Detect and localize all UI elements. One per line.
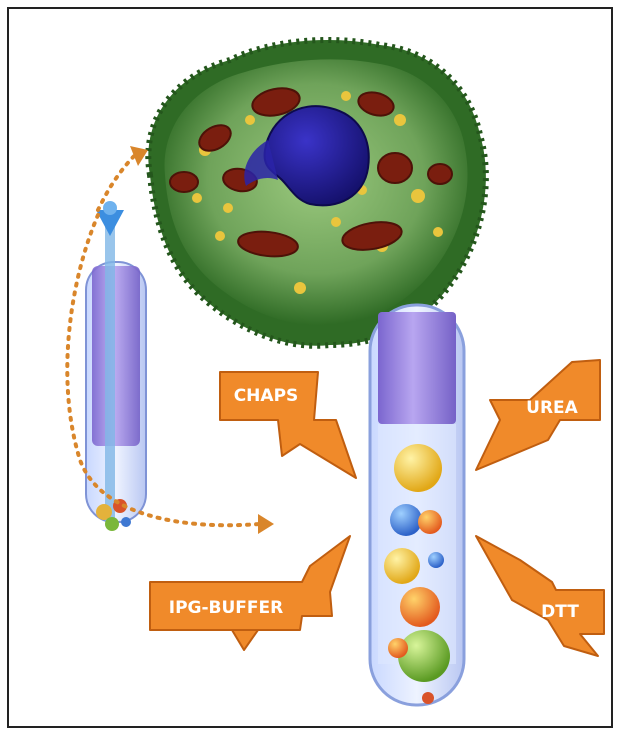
dtt-reagent-arrow: DTT <box>476 536 604 656</box>
sample-tube-icon <box>370 305 464 705</box>
dtt-label: DTT <box>541 602 579 622</box>
ipg-buffer-label: IPG-BUFFER <box>169 598 283 618</box>
urea-label: UREA <box>526 398 579 418</box>
arrowhead-right <box>258 514 274 534</box>
plant-cell-icon <box>148 40 486 346</box>
pipette-tube-icon <box>86 201 146 531</box>
chaps-reagent-arrow: CHAPS <box>220 372 356 478</box>
ipg-buffer-reagent-arrow: IPG-BUFFER <box>150 536 350 650</box>
urea-reagent-arrow: UREA <box>476 360 600 470</box>
chaps-label: CHAPS <box>234 386 299 406</box>
